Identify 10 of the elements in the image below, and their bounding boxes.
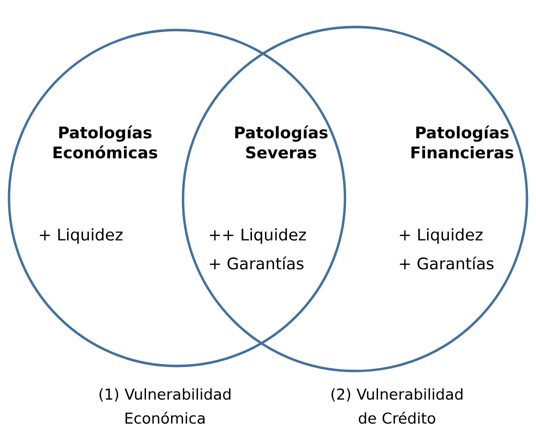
text: + Garantías — [400, 256, 494, 270]
circle-label: (2) Vulnerabilidad de Crédito — [332, 388, 462, 424]
heading: Patologías Severas — [235, 125, 328, 158]
heading: Patologías Económicas — [54, 125, 158, 158]
circle-label: (1) Vulnerabilidad Económica — [100, 388, 230, 424]
text: + Garantías — [210, 256, 304, 270]
text: ++ Liquidez — [210, 228, 306, 244]
text: + Liquidez — [400, 228, 482, 244]
heading: Patologías Financieras — [411, 125, 514, 158]
text: + Liquidez — [40, 228, 122, 244]
